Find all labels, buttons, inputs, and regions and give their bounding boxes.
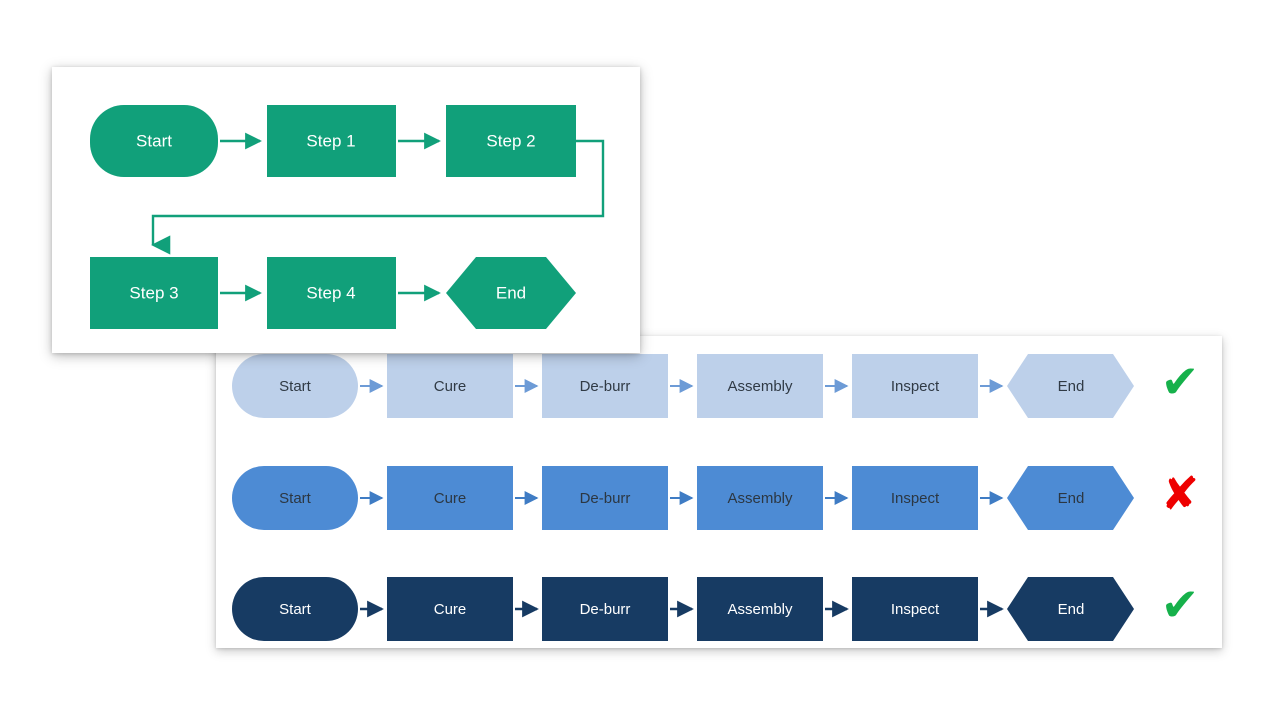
row-mid-label-deburr: De-burr <box>580 490 631 507</box>
process-variants-diagram: Start Cure De-burr Assembly Inspect End … <box>232 354 1199 641</box>
row-mid-label-assembly: Assembly <box>727 490 793 507</box>
row-light-node-deburr[interactable] <box>542 354 668 418</box>
row-light-label-end: End <box>1058 378 1085 395</box>
flow-node-step3[interactable] <box>90 257 218 329</box>
process-row-dark: Start Cure De-burr Assembly Inspect End … <box>232 577 1199 641</box>
row-mid-node-cure[interactable] <box>387 466 513 530</box>
row-dark-label-start: Start <box>279 601 312 618</box>
row-dark-label-inspect: Inspect <box>891 601 940 618</box>
row-dark-node-assembly[interactable] <box>697 577 823 641</box>
process-variants-card: Start Cure De-burr Assembly Inspect End … <box>216 336 1222 648</box>
row-light-status-check-icon: ✔ <box>1161 355 1200 409</box>
flow-label-step1: Step 1 <box>306 131 355 150</box>
row-mid-label-start: Start <box>279 490 312 507</box>
row-light-label-deburr: De-burr <box>580 378 631 395</box>
row-light-label-inspect: Inspect <box>891 378 940 395</box>
row-light-label-start: Start <box>279 378 312 395</box>
row-dark-label-end: End <box>1058 601 1085 618</box>
flow-label-step2: Step 2 <box>486 131 535 150</box>
row-dark-node-inspect[interactable] <box>852 577 978 641</box>
flowchart-green-card: Start Step 1 Step 2 Step 3 Step 4 End <box>52 67 640 353</box>
row-mid-node-assembly[interactable] <box>697 466 823 530</box>
row-dark-node-start[interactable] <box>232 577 358 641</box>
row-dark-node-deburr[interactable] <box>542 577 668 641</box>
row-light-label-cure: Cure <box>434 378 467 395</box>
row-dark-node-end[interactable] <box>1007 577 1134 641</box>
row-light-node-end[interactable] <box>1007 354 1134 418</box>
flow-node-start[interactable] <box>90 105 218 177</box>
row-mid-status-cross-icon: ✘ <box>1161 467 1200 521</box>
row-light-node-cure[interactable] <box>387 354 513 418</box>
process-row-mid: Start Cure De-burr Assembly Inspect End … <box>232 466 1199 530</box>
row-dark-label-assembly: Assembly <box>727 601 793 618</box>
flow-node-step4[interactable] <box>267 257 396 329</box>
row-mid-node-end[interactable] <box>1007 466 1134 530</box>
row-mid-node-deburr[interactable] <box>542 466 668 530</box>
row-mid-label-end: End <box>1058 490 1085 507</box>
flow-node-step1[interactable] <box>267 105 396 177</box>
row-dark-status-check-icon: ✔ <box>1161 578 1200 632</box>
flow-label-step3: Step 3 <box>129 283 178 302</box>
row-light-node-assembly[interactable] <box>697 354 823 418</box>
flow-node-step2[interactable] <box>446 105 576 177</box>
flow-arrow-step2-step3-loopback <box>151 139 605 255</box>
flow-node-end[interactable] <box>446 257 576 329</box>
process-row-light: Start Cure De-burr Assembly Inspect End … <box>232 354 1199 418</box>
row-mid-label-cure: Cure <box>434 490 467 507</box>
row-mid-label-inspect: Inspect <box>891 490 940 507</box>
flow-label-step4: Step 4 <box>306 283 355 302</box>
row-mid-node-inspect[interactable] <box>852 466 978 530</box>
row-light-label-assembly: Assembly <box>727 378 793 395</box>
row-mid-node-start[interactable] <box>232 466 358 530</box>
flow-label-end: End <box>496 283 526 302</box>
row-dark-label-cure: Cure <box>434 601 467 618</box>
row-light-node-inspect[interactable] <box>852 354 978 418</box>
row-light-node-start[interactable] <box>232 354 358 418</box>
flow-label-start: Start <box>136 131 172 150</box>
flowchart-green-diagram: Start Step 1 Step 2 Step 3 Step 4 End <box>90 105 605 329</box>
row-dark-label-deburr: De-burr <box>580 601 631 618</box>
row-dark-node-cure[interactable] <box>387 577 513 641</box>
